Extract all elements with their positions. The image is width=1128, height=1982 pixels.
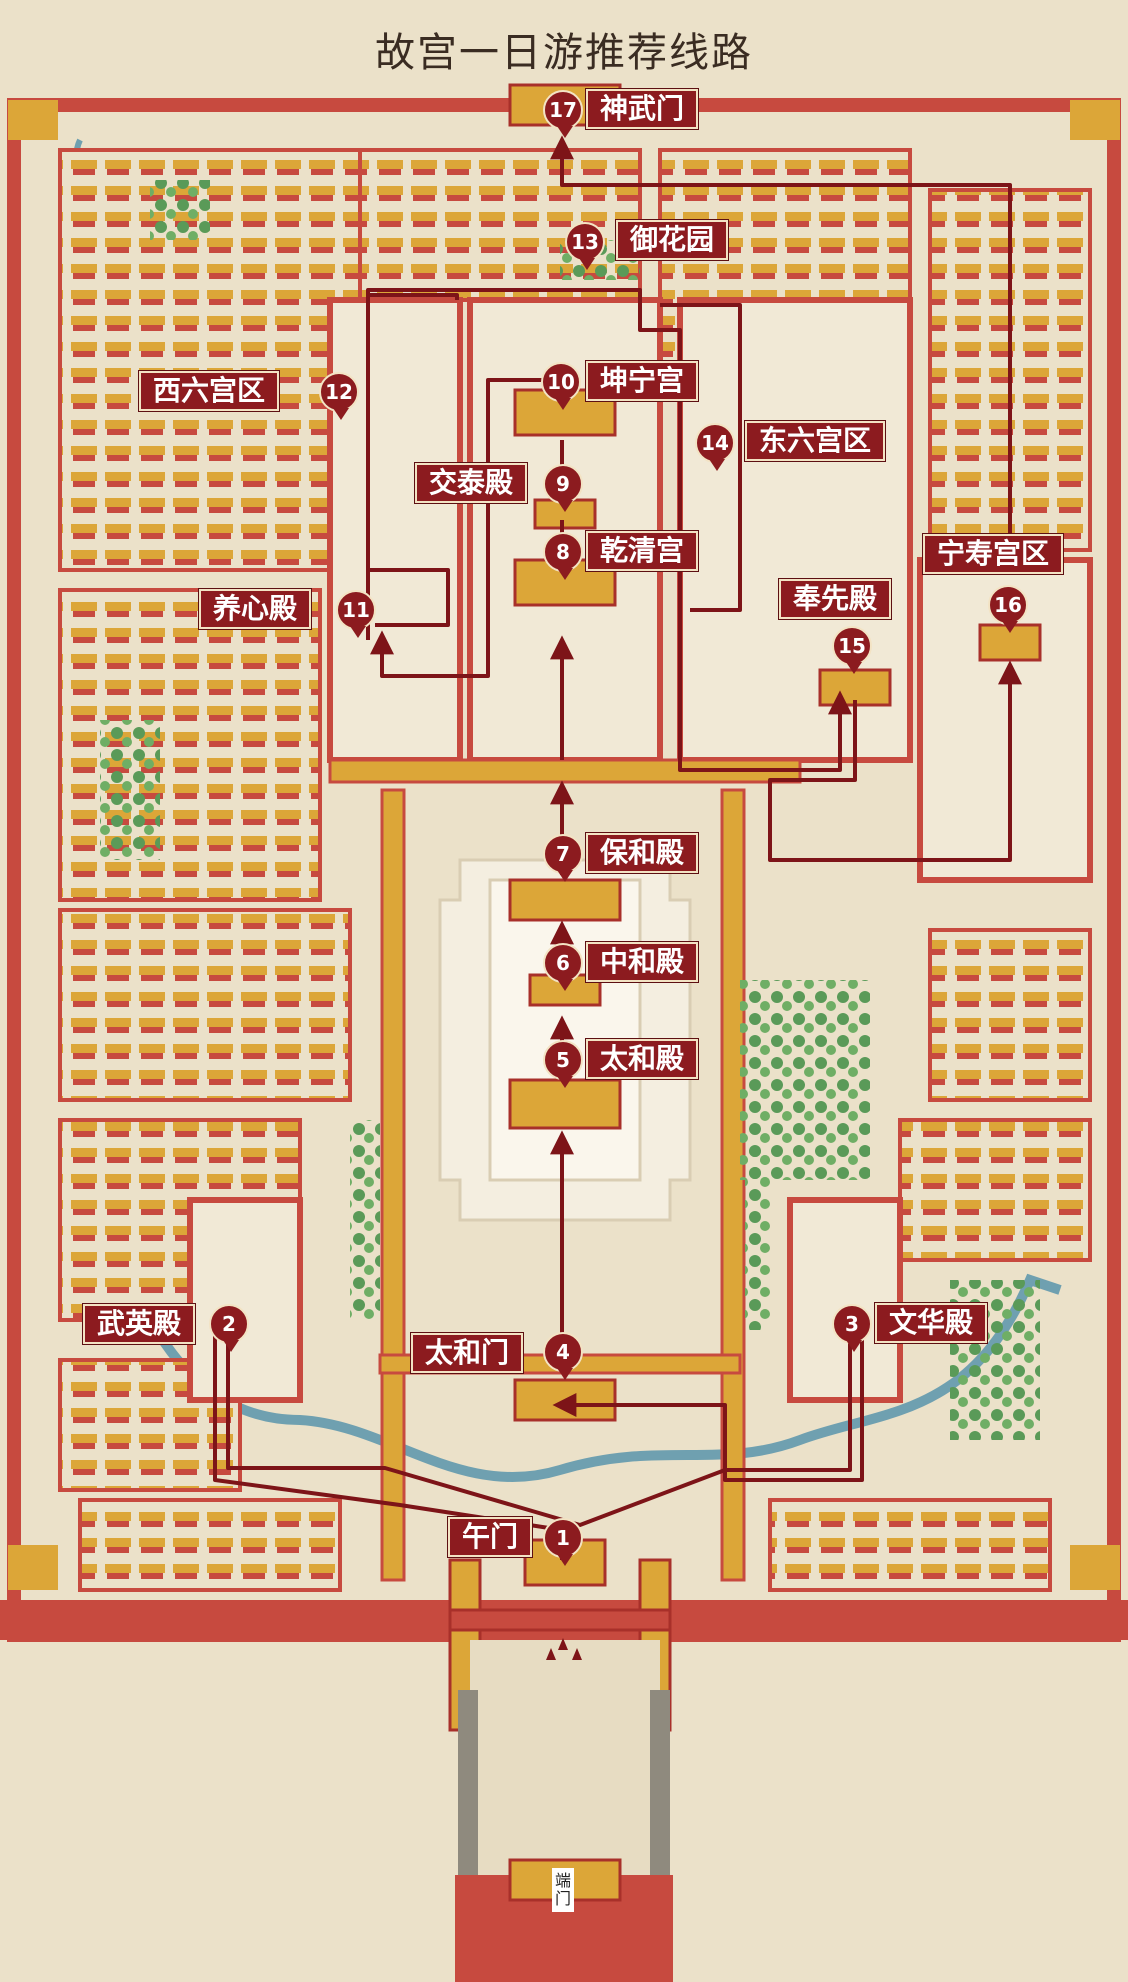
stop-4-pin[interactable]: 4	[543, 1332, 583, 1380]
stop-3-label[interactable]: 文华殿	[874, 1302, 989, 1344]
stop-9-label[interactable]: 交泰殿	[414, 462, 529, 504]
stop-2-label[interactable]: 武英殿	[82, 1303, 197, 1345]
stop-5-label[interactable]: 太和殿	[585, 1038, 700, 1080]
map-title: 故宫一日游推荐线路	[375, 30, 753, 76]
corner-towers	[8, 100, 1120, 1590]
stop-4-label[interactable]: 太和门	[410, 1332, 525, 1374]
stop-5-pin[interactable]: 5	[543, 1040, 583, 1088]
stop-14-label[interactable]: 东六宫区	[744, 420, 887, 462]
stop-3-pin[interactable]: 3	[832, 1304, 872, 1352]
stop-6-pin[interactable]: 6	[543, 943, 583, 991]
stop-17-label[interactable]: 神武门	[585, 88, 700, 130]
stop-8-pin[interactable]: 8	[543, 532, 583, 580]
stop-16-pin[interactable]: 16	[988, 585, 1028, 633]
stop-13-pin[interactable]: 13	[565, 222, 605, 270]
stop-10-pin[interactable]: 10	[541, 362, 581, 410]
stop-2-pin[interactable]: 2	[209, 1304, 249, 1352]
stop-15-label[interactable]: 奉先殿	[778, 578, 893, 620]
stop-1-label[interactable]: 午门	[447, 1516, 534, 1558]
stop-6-label[interactable]: 中和殿	[585, 941, 700, 983]
stop-11-pin[interactable]: 11	[336, 590, 376, 638]
stop-8-label[interactable]: 乾清宫	[585, 530, 700, 572]
stop-16-label[interactable]: 宁寿宫区	[922, 533, 1065, 575]
stop-14-pin[interactable]: 14	[695, 423, 735, 471]
stop-7-label[interactable]: 保和殿	[585, 832, 700, 874]
stop-1-pin[interactable]: 1	[543, 1518, 583, 1566]
stop-12-pin[interactable]: 12	[319, 372, 359, 420]
stop-15-pin[interactable]: 15	[832, 626, 872, 674]
stop-17-pin[interactable]: 17	[543, 90, 583, 138]
main-halls	[508, 83, 1042, 1587]
stop-13-label[interactable]: 御花园	[615, 219, 730, 261]
stop-11-label[interactable]: 养心殿	[198, 588, 313, 630]
stop-9-pin[interactable]: 9	[543, 464, 583, 512]
stop-7-pin[interactable]: 7	[543, 834, 583, 882]
duanmen-gate-sign: 端门	[552, 1868, 574, 1912]
stop-10-label[interactable]: 坤宁宫	[585, 360, 700, 402]
stop-12-label[interactable]: 西六宫区	[138, 370, 281, 412]
